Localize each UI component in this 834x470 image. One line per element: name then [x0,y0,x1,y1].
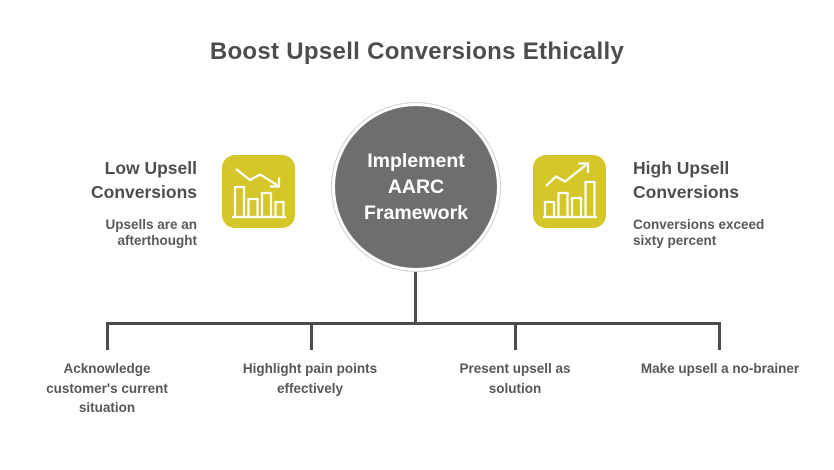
step-label-2: Highlight pain points effectively [242,361,378,396]
before-state-heading: Low Upsell Conversions [91,158,197,202]
after-state-description: Conversions exceed sixty percent [633,217,765,248]
step-label-3: Present upsell as solution [459,361,571,396]
step-label-1: Acknowledge customer's current situation [46,361,168,415]
declining-bar-chart-icon [222,155,295,228]
before-state-description: Upsells are an afterthought [105,217,197,248]
connector-horizontal-line [106,322,721,325]
after-state-heading: High Upsell Conversions [633,158,739,202]
central-framework-label: Implement AARC Framework [363,150,469,224]
rising-bar-chart-icon [533,155,606,228]
step-label-4: Make upsell a no-brainer [640,361,800,376]
connector-tick-1 [106,322,109,350]
connector-tick-4 [718,322,721,350]
connector-tick-3 [514,322,517,350]
connector-stem [414,272,417,324]
connector-tick-2 [310,322,313,350]
page-title: Boost Upsell Conversions Ethically [209,38,625,65]
central-framework-circle: Implement AARC Framework [332,103,500,271]
